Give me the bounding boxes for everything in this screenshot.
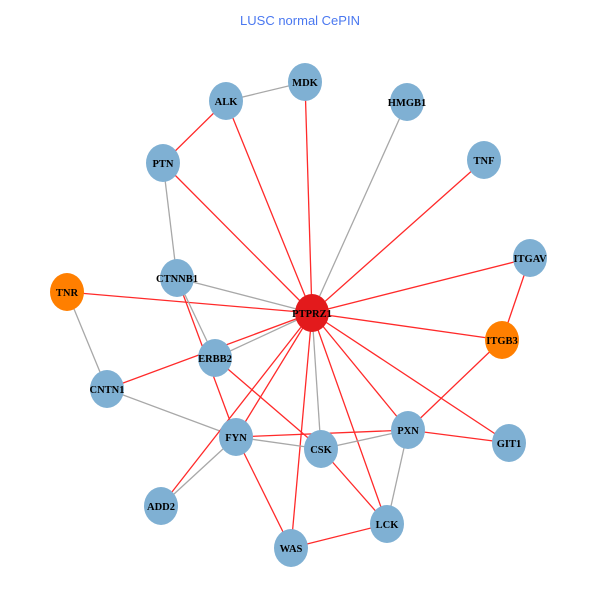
node-label: ITGAV bbox=[513, 254, 546, 265]
node-label: GIT1 bbox=[497, 439, 522, 450]
edge-ptprz1-fyn bbox=[235, 312, 313, 438]
node-label: CSK bbox=[310, 445, 332, 456]
node-label: ERBB2 bbox=[198, 354, 232, 365]
node-circle bbox=[513, 239, 547, 277]
node-circle bbox=[274, 529, 308, 567]
node-itgb3[interactable]: ITGB3 bbox=[485, 321, 519, 359]
node-ptn[interactable]: PTN bbox=[146, 144, 180, 182]
node-label: TNR bbox=[56, 288, 79, 299]
node-git1[interactable]: GIT1 bbox=[492, 424, 526, 462]
node-cntn1[interactable]: CNTN1 bbox=[89, 370, 125, 408]
node-csk[interactable]: CSK bbox=[304, 430, 338, 468]
node-label: TNF bbox=[474, 156, 495, 167]
node-circle bbox=[90, 370, 124, 408]
edge-ptn-ptprz1 bbox=[162, 162, 313, 314]
node-itgav[interactable]: ITGAV bbox=[513, 239, 547, 277]
node-fyn[interactable]: FYN bbox=[219, 418, 253, 456]
node-label: HMGB1 bbox=[388, 98, 427, 109]
edge-ptprz1-csk bbox=[311, 312, 322, 450]
edge-ptprz1-pxn bbox=[311, 312, 409, 431]
node-circle bbox=[390, 83, 424, 121]
edge-ptprz1-was bbox=[290, 312, 313, 549]
edge-erbb2-ptprz1 bbox=[214, 312, 313, 359]
node-add2[interactable]: ADD2 bbox=[144, 487, 178, 525]
chart-title: LUSC normal CePIN bbox=[240, 13, 360, 28]
node-label: FYN bbox=[225, 433, 247, 444]
node-circle bbox=[492, 424, 526, 462]
edge-tnf-ptprz1 bbox=[311, 159, 485, 314]
edge-ptprz1-git1 bbox=[311, 312, 510, 444]
node-alk[interactable]: ALK bbox=[209, 82, 243, 120]
node-circle bbox=[485, 321, 519, 359]
node-circle bbox=[209, 82, 243, 120]
node-circle bbox=[144, 487, 178, 525]
node-was[interactable]: WAS bbox=[274, 529, 308, 567]
node-label: ITGB3 bbox=[486, 336, 518, 347]
node-circle bbox=[391, 411, 425, 449]
node-label: CTNNB1 bbox=[156, 274, 198, 285]
edge-mdk-ptprz1 bbox=[304, 81, 313, 314]
node-label: ADD2 bbox=[147, 502, 175, 513]
edge-ptprz1-add2 bbox=[160, 312, 313, 507]
edge-itgb3-ptprz1 bbox=[311, 312, 503, 341]
edge-alk-ptprz1 bbox=[225, 100, 313, 314]
node-label: PXN bbox=[397, 426, 419, 437]
edge-itgav-ptprz1 bbox=[311, 257, 531, 314]
node-circle bbox=[288, 63, 322, 101]
edge-ptn-ctnnb1 bbox=[162, 162, 178, 279]
node-pxn[interactable]: PXN bbox=[391, 411, 425, 449]
edge-itgb3-pxn bbox=[407, 339, 503, 431]
edge-tnr-ptprz1 bbox=[66, 291, 313, 314]
edge-fyn-was bbox=[235, 436, 292, 549]
node-erbb2[interactable]: ERBB2 bbox=[198, 339, 232, 377]
edge-hmgb1-ptprz1 bbox=[311, 101, 408, 314]
node-ctnnb1[interactable]: CTNNB1 bbox=[156, 259, 198, 297]
node-tnf[interactable]: TNF bbox=[467, 141, 501, 179]
node-circle bbox=[219, 418, 253, 456]
node-circle bbox=[50, 273, 84, 311]
node-circle bbox=[370, 505, 404, 543]
node-hmgb1[interactable]: HMGB1 bbox=[388, 83, 427, 121]
node-mdk[interactable]: MDK bbox=[288, 63, 322, 101]
edge-ctnnb1-ptprz1 bbox=[176, 277, 313, 314]
edge-ptprz1-lck bbox=[311, 312, 388, 525]
edge-cntn1-fyn bbox=[106, 388, 237, 438]
node-ptprz1[interactable]: PTPRZ1 bbox=[292, 294, 332, 332]
node-circle bbox=[467, 141, 501, 179]
node-label: LCK bbox=[376, 520, 400, 531]
node-label: PTN bbox=[153, 159, 174, 170]
node-label: MDK bbox=[292, 78, 318, 89]
node-tnr[interactable]: TNR bbox=[50, 273, 84, 311]
node-circle bbox=[198, 339, 232, 377]
node-label: WAS bbox=[280, 544, 303, 555]
node-lck[interactable]: LCK bbox=[370, 505, 404, 543]
node-label: CNTN1 bbox=[89, 385, 124, 396]
node-circle bbox=[160, 259, 194, 297]
node-label: PTPRZ1 bbox=[292, 309, 332, 320]
node-circle bbox=[304, 430, 338, 468]
node-circle bbox=[146, 144, 180, 182]
node-circle bbox=[295, 294, 329, 332]
node-label: ALK bbox=[215, 97, 239, 108]
